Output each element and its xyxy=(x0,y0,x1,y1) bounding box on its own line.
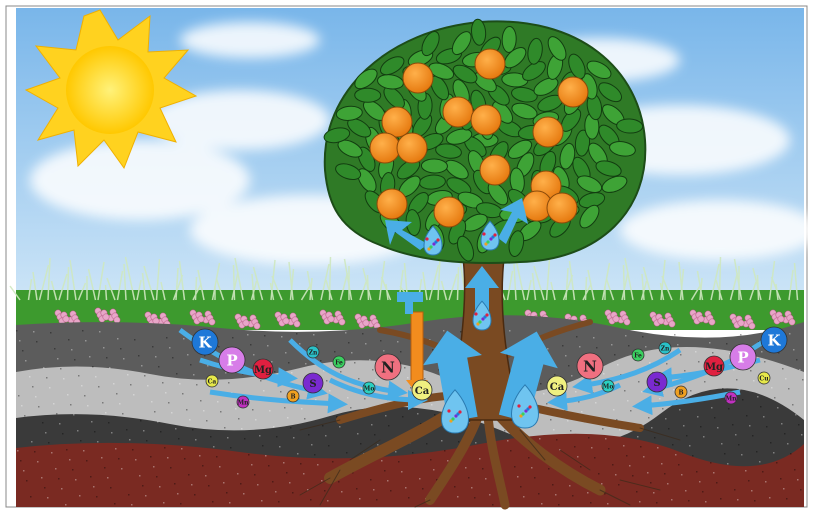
nutrient-label: Mn xyxy=(237,400,249,407)
orange-fruit xyxy=(370,133,400,163)
nutrient-label: N xyxy=(381,358,395,376)
orange-fruit xyxy=(558,77,588,107)
nutrient-zn: Zn xyxy=(659,342,671,354)
nutrient-label: B xyxy=(290,394,295,401)
nutrient-label: Mg xyxy=(705,362,723,373)
orange-fruit xyxy=(533,117,563,147)
nutrient-p: P xyxy=(219,347,245,373)
nutrient-zn: Zn xyxy=(307,346,319,358)
nutrient-label: Fe xyxy=(335,360,343,367)
nutrient-label: B xyxy=(678,390,683,397)
nutrient-s: S xyxy=(303,373,323,393)
nutrient-mo: Mo xyxy=(363,382,375,394)
nutrient-cu: Cu xyxy=(758,372,770,384)
orange-fruit xyxy=(480,155,510,185)
nutrient-label: P xyxy=(737,348,748,366)
nutrient-label: Ca xyxy=(208,379,217,386)
nutrient-fe: Fe xyxy=(333,356,345,368)
nutrient-mn: Mn xyxy=(237,396,249,408)
nutrient-n: N xyxy=(375,354,401,380)
soil-layers xyxy=(16,315,804,507)
nutrient-label: Mo xyxy=(603,384,614,391)
nutrient-label: Mn xyxy=(725,396,737,403)
nutrient-mg: Mg xyxy=(253,359,273,379)
nutrient-label: Mo xyxy=(364,386,375,393)
nutrient-label: Ca xyxy=(415,386,430,397)
nutrient-label: Ca xyxy=(550,382,565,393)
nutrient-label: K xyxy=(198,333,212,351)
nutrient-mo: Mo xyxy=(602,380,614,392)
orange-fruit xyxy=(471,105,501,135)
nutrient-p: P xyxy=(730,344,756,370)
orange-fruit xyxy=(547,193,577,223)
orange-fruit xyxy=(382,107,412,137)
fertilizer-pipe xyxy=(411,312,423,382)
sprinkler-stem xyxy=(405,302,413,314)
nutrient-mn: Mn xyxy=(725,392,737,404)
nutrient-s: S xyxy=(647,372,667,392)
nutrient-k: K xyxy=(761,327,787,353)
nutrient-b: B xyxy=(675,386,687,398)
nutrient-label: Cu xyxy=(759,376,769,383)
orange-fruit xyxy=(377,189,407,219)
nutrient-n: N xyxy=(577,353,603,379)
nutrient-ca: Ca xyxy=(206,375,218,387)
nutrient-b: B xyxy=(287,390,299,402)
nutrient-ca: Ca xyxy=(547,376,567,396)
orange-fruit xyxy=(397,133,427,163)
nutrient-label: N xyxy=(583,357,597,375)
nutrient-k: K xyxy=(192,329,218,355)
orange-fruit xyxy=(403,63,433,93)
nutrient-label: Fe xyxy=(634,353,642,360)
nutrient-label: Mg xyxy=(254,365,272,376)
nutrient-label: S xyxy=(653,378,660,389)
orange-fruit xyxy=(475,49,505,79)
nutrient-label: S xyxy=(309,379,316,390)
orange-fruit xyxy=(443,97,473,127)
orange-fruit xyxy=(434,197,464,227)
nutrient-label: Zn xyxy=(661,346,670,353)
nutrient-label: Zn xyxy=(309,350,318,357)
nutrient-ca: Ca xyxy=(412,380,432,400)
nutrient-label: P xyxy=(226,351,237,369)
nutrient-fe: Fe xyxy=(632,349,644,361)
nutrient-mg: Mg xyxy=(704,356,724,376)
nutrient-label: K xyxy=(767,331,781,349)
sprinkler-head xyxy=(397,292,423,302)
